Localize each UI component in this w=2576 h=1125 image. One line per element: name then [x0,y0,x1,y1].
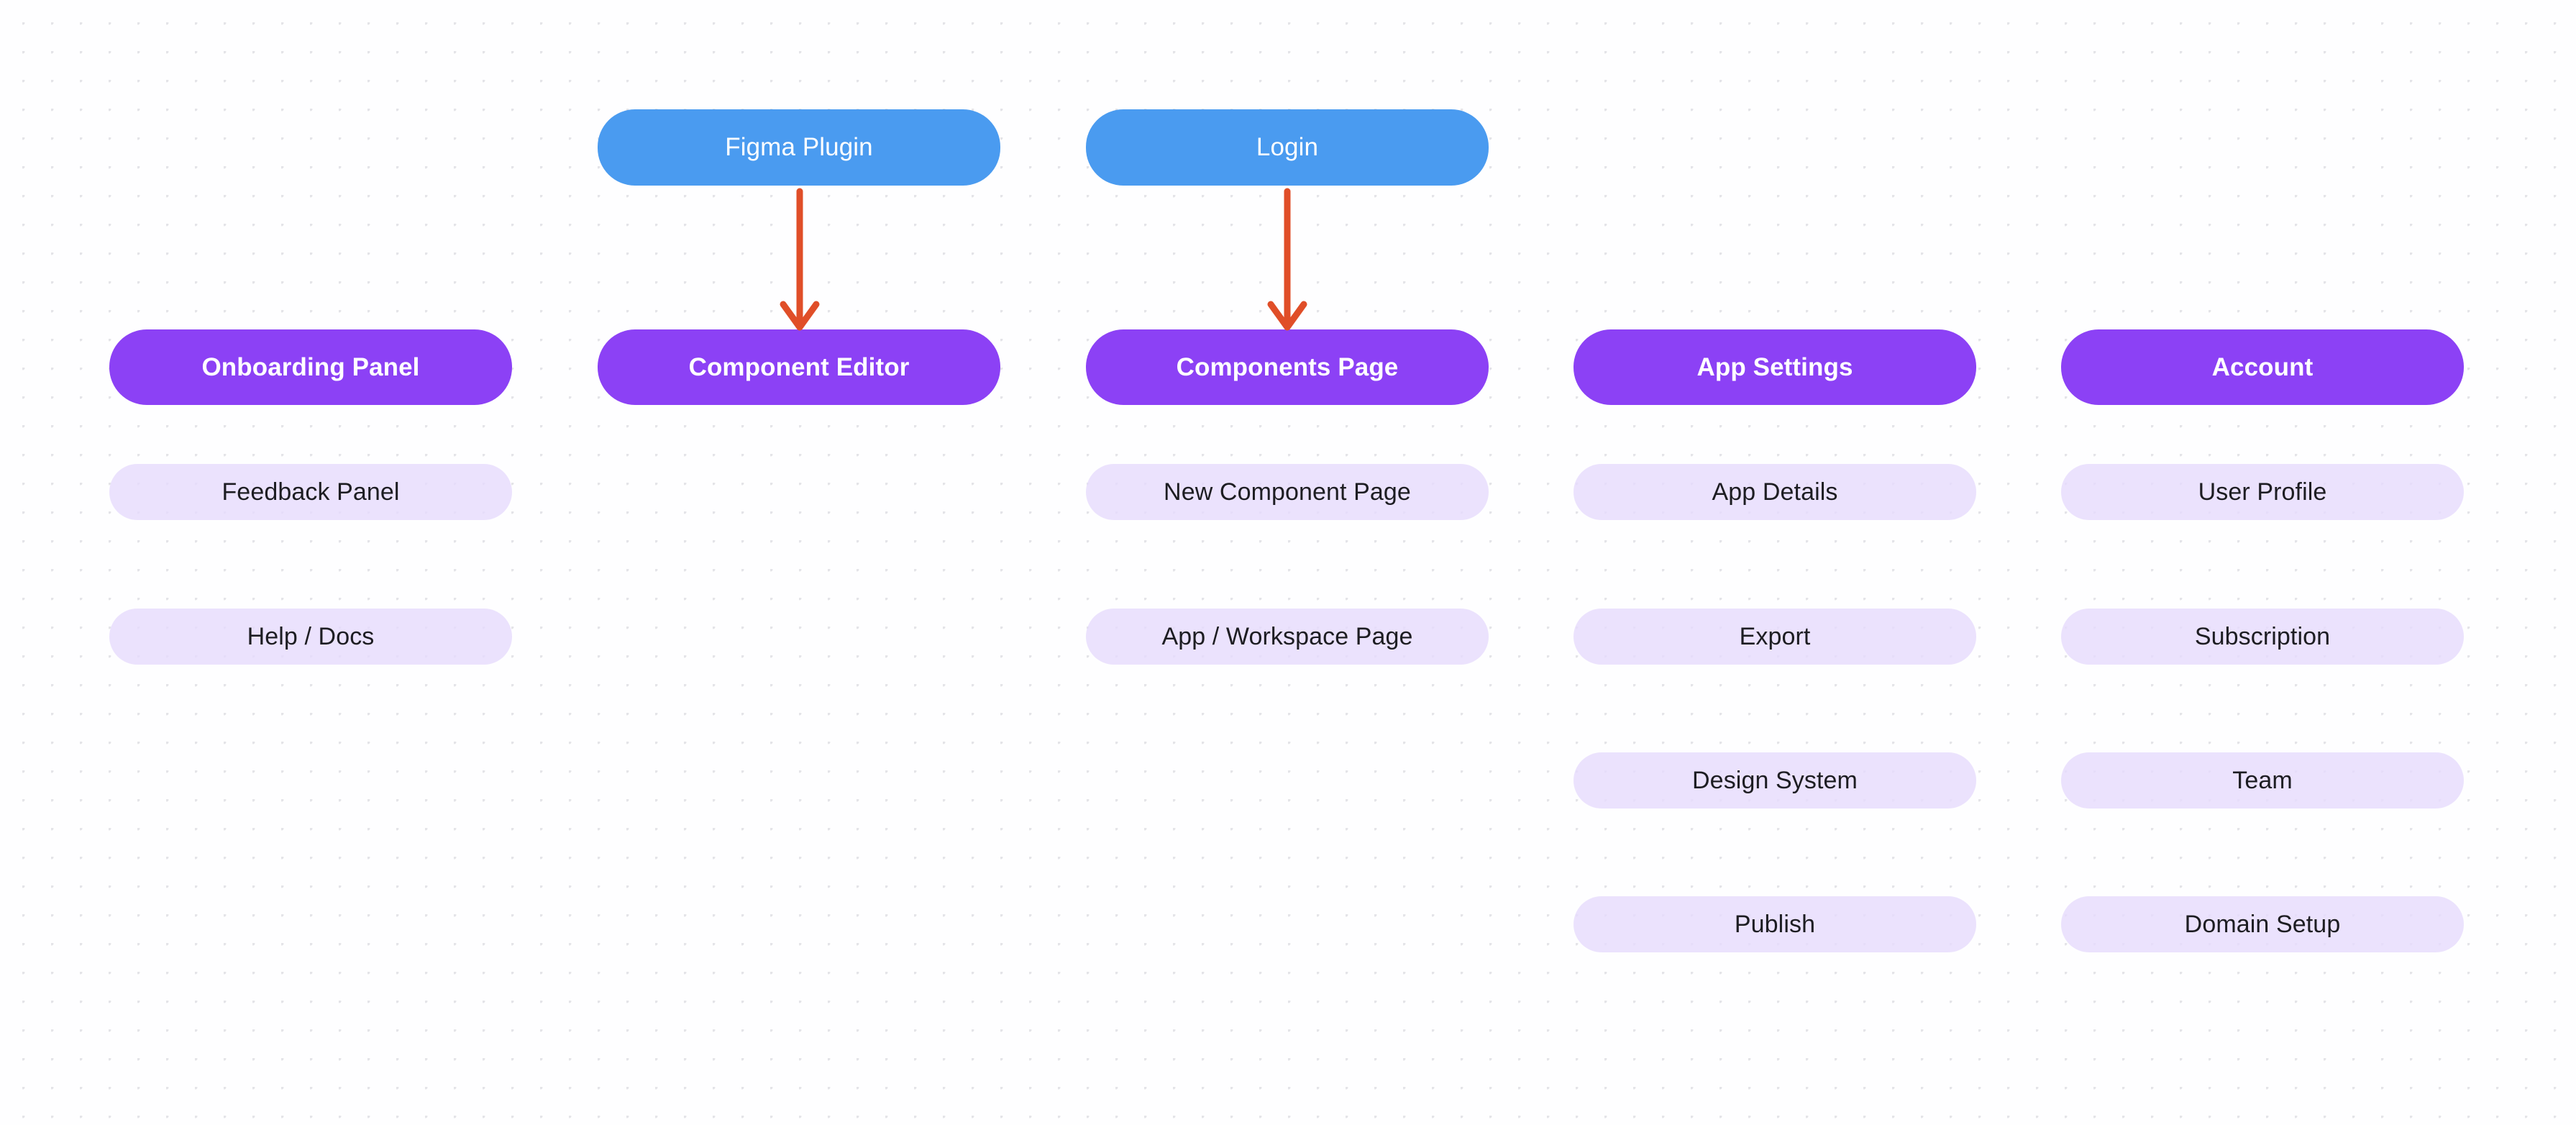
node-app-details[interactable]: App Details [1574,464,1976,520]
node-account[interactable]: Account [2061,329,2464,405]
node-component-editor[interactable]: Component Editor [598,329,1000,405]
node-feedback-panel[interactable]: Feedback Panel [109,464,512,520]
node-app-workspace-page[interactable]: App / Workspace Page [1086,609,1489,665]
node-design-system[interactable]: Design System [1574,752,1976,809]
node-components-page[interactable]: Components Page [1086,329,1489,405]
arrow-figma-plugin-to-component-editor [780,188,820,331]
node-user-profile[interactable]: User Profile [2061,464,2464,520]
node-subscription[interactable]: Subscription [2061,609,2464,665]
node-login[interactable]: Login [1086,109,1489,186]
node-onboarding-panel[interactable]: Onboarding Panel [109,329,512,405]
node-figma-plugin[interactable]: Figma Plugin [598,109,1000,186]
node-app-settings[interactable]: App Settings [1574,329,1976,405]
node-domain-setup[interactable]: Domain Setup [2061,896,2464,952]
node-export[interactable]: Export [1574,609,1976,665]
arrow-login-to-components-page [1267,188,1307,331]
node-team[interactable]: Team [2061,752,2464,809]
node-new-component-page[interactable]: New Component Page [1086,464,1489,520]
node-help-docs[interactable]: Help / Docs [109,609,512,665]
node-publish[interactable]: Publish [1574,896,1976,952]
